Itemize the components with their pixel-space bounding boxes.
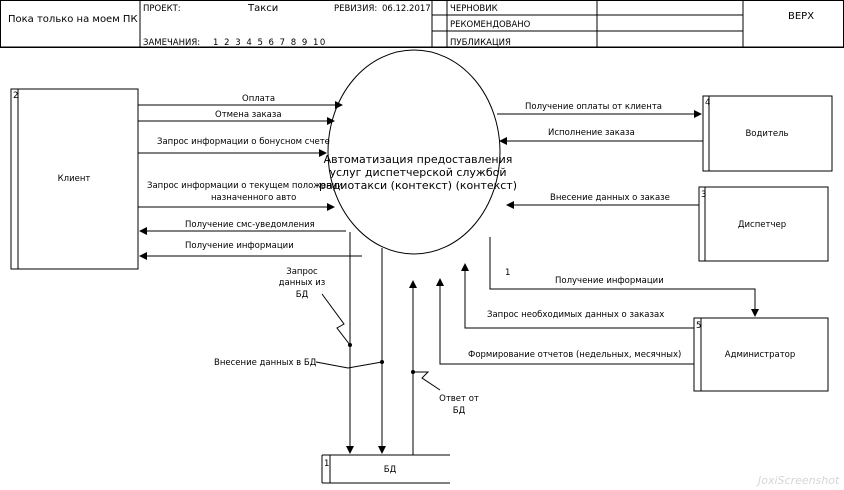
- flow-payment-label: Оплата: [242, 94, 275, 104]
- process-title-line1: Автоматизация предоставления: [324, 153, 513, 166]
- flow-db-request-label-2: данных из: [279, 278, 326, 288]
- notes-numbers: 1 2 3 4 5 6 7 8 9 10: [213, 38, 327, 48]
- process-ellipse[interactable]: [327, 49, 501, 255]
- flow-db-request-label-1: Запрос: [286, 267, 318, 277]
- flow-bonus-label: Запрос информации о бонусном счете: [157, 137, 330, 147]
- entity-admin-name: Администратор: [725, 350, 796, 360]
- entity-client-number: 2: [13, 91, 18, 101]
- db-request-connector: [321, 293, 351, 346]
- entity-client[interactable]: [10, 88, 139, 270]
- entity-driver-name: Водитель: [745, 129, 788, 139]
- flow-info-client-label: Получение информации: [185, 241, 294, 251]
- junction-db-answer: [411, 370, 415, 374]
- data-store-name: БД: [384, 465, 397, 475]
- flow-admin-request-line: [461, 263, 694, 329]
- title-block: [0, 0, 844, 48]
- flow-admin-reports-line: [436, 278, 694, 365]
- flow-admin-info-label: Получение информации: [555, 276, 664, 286]
- project-value: Такси: [247, 3, 278, 14]
- status-recommended: РЕКОМЕНДОВАНО: [450, 20, 531, 30]
- entity-dispatcher-name: Диспетчер: [738, 220, 786, 230]
- flow-driver-payment-label: Получение оплаты от клиента: [525, 102, 662, 112]
- entity-admin[interactable]: [693, 317, 829, 392]
- flow-dispatcher-label: Внесение данных о заказе: [550, 193, 670, 203]
- process-title-line3: радиотакси (контекст) (контекст): [319, 179, 517, 192]
- flow-lines: [138, 101, 759, 455]
- status-publication: ПУБЛИКАЦИЯ: [450, 38, 511, 48]
- status-draft: ЧЕРНОВИК: [450, 4, 498, 14]
- entity-dispatcher[interactable]: [698, 186, 829, 262]
- junction-db-request: [348, 343, 352, 347]
- revision-label: РЕВИЗИЯ:: [334, 4, 377, 14]
- flow-db-answer-label-2: БД: [453, 406, 466, 416]
- flow-current-label-1: Запрос информации о текущем положении: [147, 181, 343, 191]
- data-store-db[interactable]: [321, 454, 450, 484]
- level-label: ВЕРХ: [788, 11, 814, 22]
- junction-db-insert: [380, 360, 384, 364]
- watermark: JoxiScreenshot: [756, 474, 840, 487]
- flow-admin-reports-label: Формирование отчетов (недельных, месячны…: [468, 350, 681, 360]
- flow-db-answer-label-1: Ответ от: [439, 394, 479, 404]
- flow-current-label-2: назначенного авто: [211, 193, 296, 203]
- entity-driver[interactable]: [702, 95, 833, 172]
- flow-sms-label: Получение смс-уведомления: [185, 220, 315, 230]
- entity-driver-number: 4: [705, 98, 710, 108]
- project-label: ПРОЕКТ:: [143, 4, 181, 14]
- flow-db-request-label-3: БД: [296, 290, 309, 300]
- process-title-line2: услуг диспетчерской службой: [329, 166, 506, 179]
- db-answer-connector: [413, 371, 441, 391]
- revision-value: 06.12.2017: [382, 4, 431, 14]
- flow-admin-request-label: Запрос необходимых данных о заказах: [487, 310, 664, 320]
- entity-dispatcher-number: 3: [701, 190, 706, 200]
- flow-cancel-label: Отмена заказа: [215, 110, 282, 120]
- db-insert-connector: [315, 361, 383, 369]
- data-store-number: 1: [324, 459, 329, 469]
- entity-client-name: Клиент: [58, 174, 91, 184]
- flow-admin-number: 1: [505, 268, 510, 278]
- flow-order-exec-label: Исполнение заказа: [548, 128, 635, 138]
- entity-admin-number: 5: [696, 321, 701, 331]
- flow-db-insert-label: Внесение данных в БД: [214, 358, 317, 368]
- flow-admin-info-line: [489, 237, 759, 317]
- author-note: Пока только на моем ПК: [8, 14, 138, 25]
- notes-label: ЗАМЕЧАНИЯ:: [143, 38, 200, 48]
